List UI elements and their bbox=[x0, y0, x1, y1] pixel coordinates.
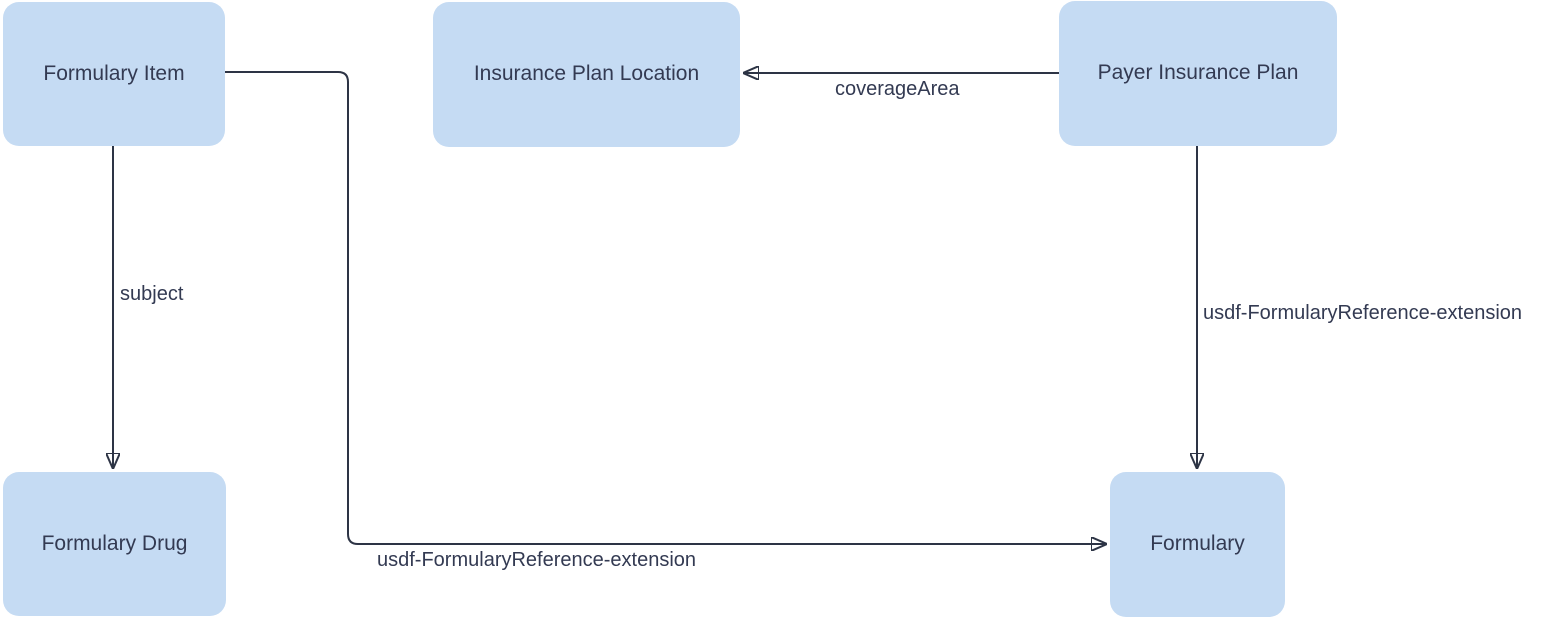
node-label: Formulary Item bbox=[43, 61, 185, 85]
edge-formularyitem-formulary-line bbox=[225, 71, 1106, 544]
edge-label-usdf-formularyreference-extension-bottom: usdf-FormularyReference-extension bbox=[377, 549, 697, 571]
node-label: Formulary Drug bbox=[41, 531, 188, 555]
node-label: Formulary bbox=[1150, 532, 1245, 556]
node-formulary-drug: Formulary Drug bbox=[3, 472, 226, 616]
edge-label-subject: subject bbox=[120, 283, 184, 305]
node-label: Payer Insurance Plan bbox=[1097, 61, 1299, 85]
node-formulary-item: Formulary Item bbox=[3, 2, 225, 146]
node-label: Insurance Plan Location bbox=[473, 62, 700, 86]
edge-label-coveragearea: coverageArea bbox=[835, 78, 960, 100]
node-formulary: Formulary bbox=[1110, 472, 1285, 617]
node-insurance-plan-location: Insurance Plan Location bbox=[433, 2, 740, 147]
node-payer-insurance-plan: Payer Insurance Plan bbox=[1059, 1, 1337, 146]
edge-label-usdf-formularyreference-extension-right: usdf-FormularyReference-extension bbox=[1203, 302, 1523, 324]
